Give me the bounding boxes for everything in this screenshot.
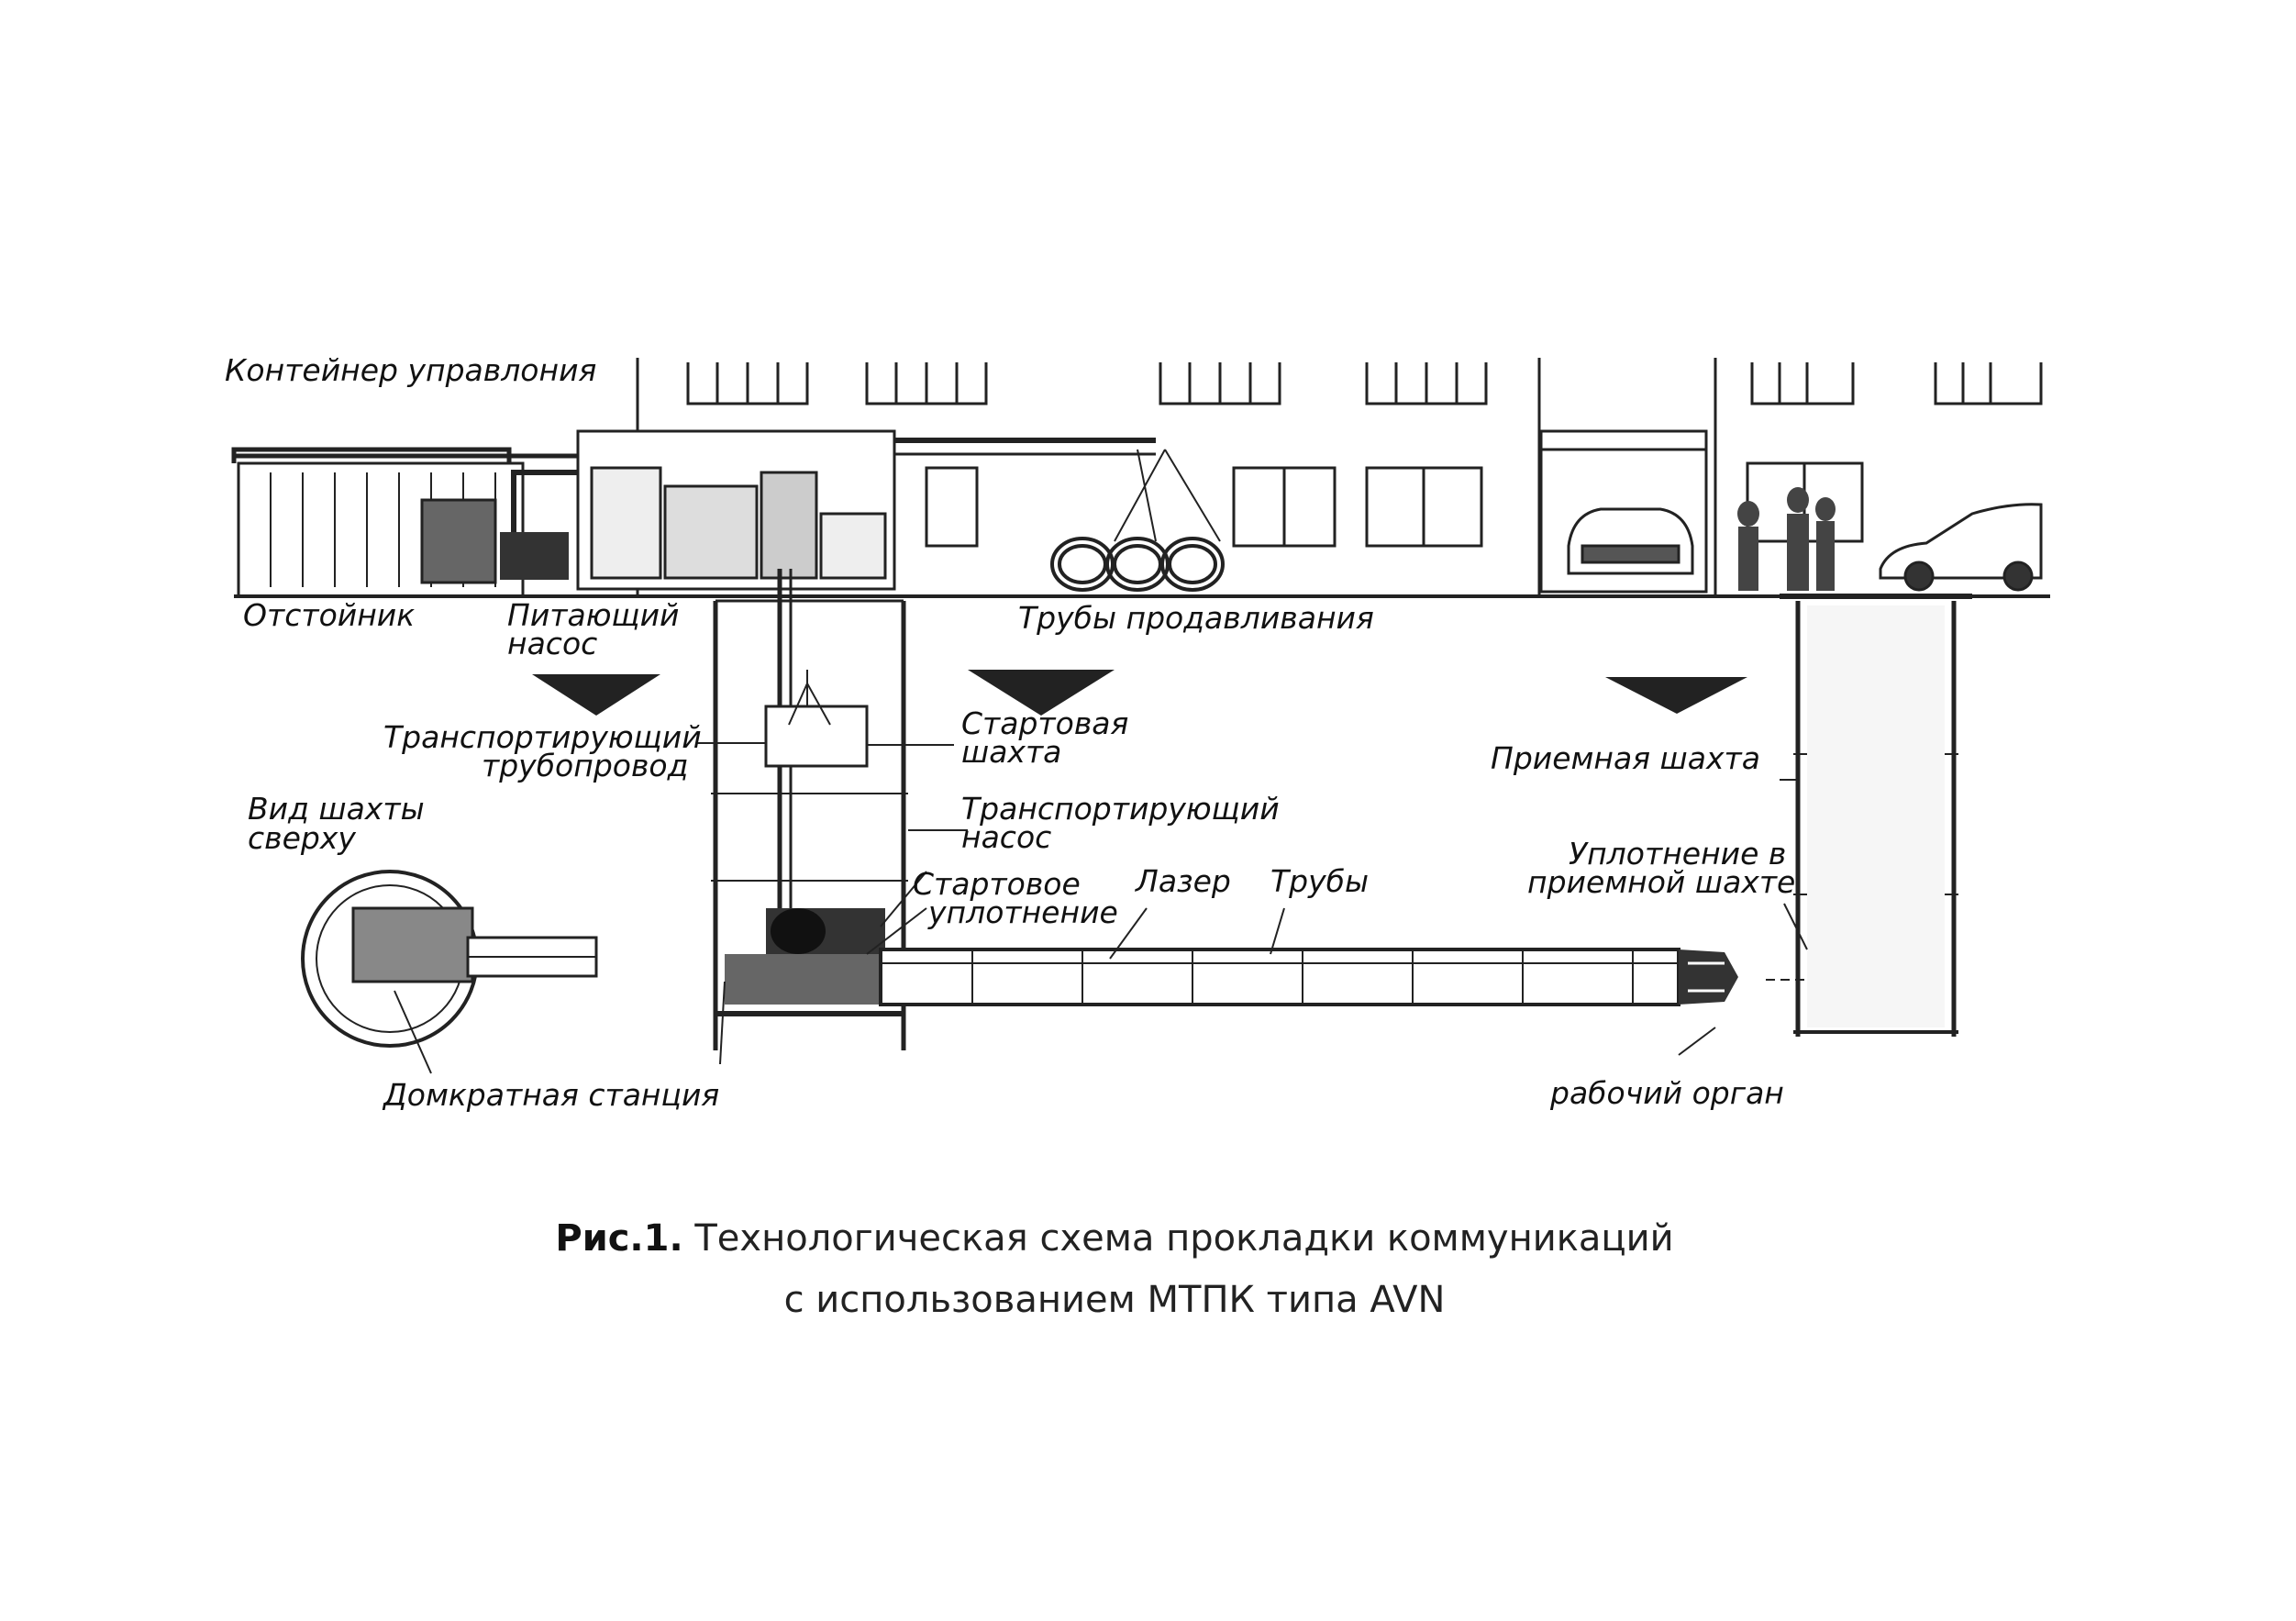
label-pipes: Трубы [1270, 863, 1369, 899]
label-transport-pipeline-2: трубопровод [482, 748, 688, 783]
label-receiving-shaft: Приемная шахта [1491, 740, 1760, 776]
label-transport-pump-2: насос [961, 819, 1051, 855]
label-start-shaft-2: шахта [961, 734, 1061, 770]
transport-pump-machine [725, 908, 890, 1005]
caption-line-1-text: Технологическая схема прокладки коммуник… [693, 1217, 1673, 1260]
figure-caption-line-2: с использованием МТПК типа AVN [784, 1279, 1446, 1321]
label-receive-seal-2: приемной шахте [1527, 864, 1795, 900]
driving-car-icon [1879, 503, 2043, 592]
label-receive-seal-1: Уплотнение в [1569, 836, 1786, 872]
label-transport-pipeline-1: Транспортирующий [383, 719, 702, 755]
upper-windows [686, 362, 2043, 405]
feed-pump [500, 470, 596, 580]
caption-prefix: Рис.1. [555, 1217, 682, 1260]
label-top-view-2: сверху [248, 820, 356, 856]
receiving-shaft [1780, 594, 1972, 1037]
down-arrow-icon [532, 670, 1747, 716]
label-start-shaft-1: Стартовая [961, 705, 1128, 741]
jacking-pipes-icon [1050, 449, 1225, 592]
label-feed-pump-1: Питающий [507, 597, 679, 633]
settler-tank [231, 447, 525, 598]
figure-caption-line-1: Рис.1. Технологическая схема прокладки к… [555, 1217, 1673, 1260]
label-control-container: Контейнер управлония [225, 352, 596, 388]
lower-windows [925, 461, 1864, 548]
start-shaft [711, 569, 908, 1050]
control-container [234, 429, 1156, 591]
label-laser: Лазер [1135, 863, 1231, 899]
label-transport-pump-1: Транспортирующий [961, 791, 1280, 827]
label-start-seal-2: уплотнение [927, 894, 1118, 930]
label-top-view-1: Вид шахты [248, 791, 425, 827]
shaft-top-view [301, 870, 598, 1048]
label-jacking-pipes: Трубы продавливания [1018, 600, 1374, 636]
label-feed-pump-2: насос [507, 626, 597, 661]
workers-icon [1737, 487, 1836, 591]
leader-lines [394, 742, 1808, 1074]
label-jack-station: Домкратная станция [382, 1077, 719, 1113]
garage [1539, 429, 1708, 594]
parked-car-icon [1567, 507, 1694, 575]
tunnel-pipes [879, 948, 1680, 1006]
label-settler: Отстойник [243, 597, 415, 633]
label-working-head: рабочий орган [1549, 1075, 1784, 1111]
label-start-seal-1: Стартовое [913, 866, 1081, 902]
